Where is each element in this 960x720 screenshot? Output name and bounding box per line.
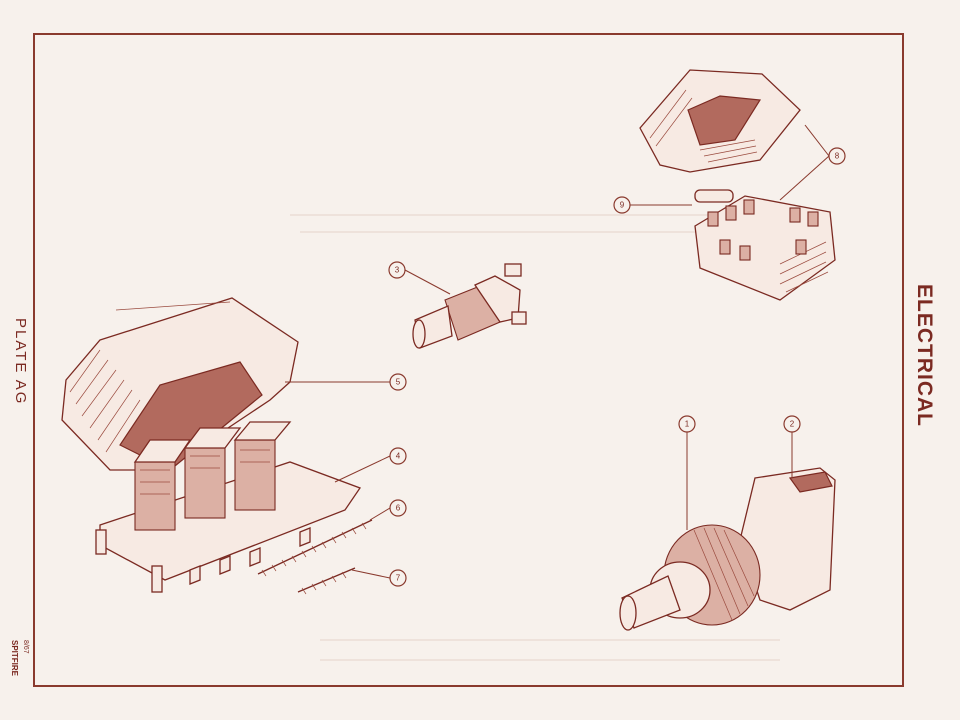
callout-4-label: 4 (396, 452, 401, 461)
callout-9-label: 9 (620, 201, 625, 210)
regulator-unit-middle (184, 447, 226, 519)
rotary-switch-assembly (619, 467, 836, 631)
callout-9: 9 (613, 196, 631, 214)
plate-border (33, 33, 904, 687)
base-mounting-pillar-front (151, 565, 163, 593)
callout-7: 7 (389, 569, 407, 587)
regulator-unit-left (134, 461, 176, 531)
control-box-assembly (61, 297, 362, 593)
callout-1: 1 (678, 415, 696, 433)
callout-4: 4 (389, 447, 407, 465)
callout-8: 8 (828, 147, 846, 165)
resistor-springs (257, 519, 373, 595)
fuse-cartridge (694, 189, 734, 203)
cut-out-unit (234, 439, 276, 511)
push-switch (412, 263, 527, 349)
callout-6: 6 (389, 499, 407, 517)
callout-5: 5 (389, 373, 407, 391)
spring-short (297, 567, 356, 593)
callout-7-label: 7 (396, 574, 401, 583)
callout-8-label: 8 (835, 152, 840, 161)
callout-3-label: 3 (395, 266, 400, 275)
push-switch-terminal-top (504, 263, 522, 277)
callout-2: 2 (783, 415, 801, 433)
callout-leaders (285, 124, 830, 579)
callout-6-label: 6 (396, 504, 401, 513)
callout-5-label: 5 (396, 378, 401, 387)
callout-2-label: 2 (790, 420, 795, 429)
callout-1-label: 1 (685, 420, 690, 429)
push-switch-terminal-bottom (511, 311, 527, 325)
fuse-box-assembly (639, 69, 836, 301)
base-mounting-pillar-left (95, 529, 107, 555)
callout-3: 3 (388, 261, 406, 279)
